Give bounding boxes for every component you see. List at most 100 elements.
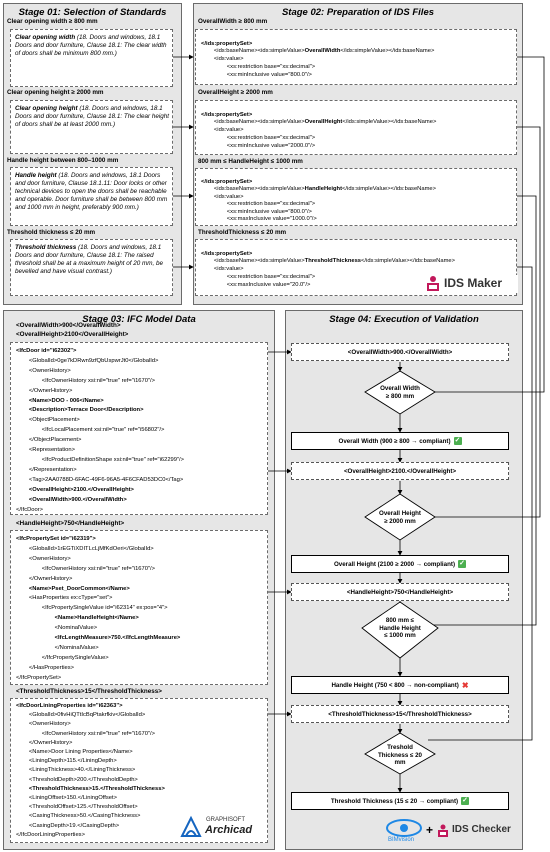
- ids-open-2: </ids:propertySet>: [201, 111, 253, 118]
- code-line: <Name>Door Lining Properties</Name>: [16, 749, 133, 756]
- ids-value-2: <ids:value>: [213, 127, 244, 134]
- code-line: <LiningDepth>115.</LiningDepth>: [16, 758, 117, 765]
- result-close-width: ): [448, 437, 451, 445]
- std-name-2: Clear opening height: [15, 105, 78, 112]
- ifc-handle-code: <IfcPropertySet id="i62319"> <GlobalId>1…: [16, 535, 180, 684]
- decision-text-width: Overall Width≥ 800 mm: [380, 385, 420, 400]
- code-line: <Name>Pset_DoorCommon</Name>: [16, 585, 130, 592]
- code-line: <OwnerHistory>: [16, 721, 71, 728]
- ids-prop-2: OverallHeight: [304, 119, 343, 126]
- code-line: <IfcProductDefinitionShape xsi:nil="true…: [16, 456, 185, 463]
- archicad-logo: GRAPHISOFT Archicad: [180, 814, 266, 840]
- code-line: <Description>Terrace Door</Description>: [16, 407, 144, 414]
- ids-value-3: <ids:value>: [213, 193, 244, 200]
- code-line: <LiningOffset>150.</LiningOffset>: [16, 795, 117, 802]
- ids-open-3: </ids:propertySet>: [201, 178, 253, 185]
- stage-04-title: Stage 04: Execution of Validation: [329, 314, 479, 325]
- bimvision-logo: BIMvision: [384, 818, 424, 844]
- ids-checker-logo-text: IDS Checker: [452, 824, 511, 835]
- ids-prop-3: HandleHeight: [304, 186, 343, 192]
- decision-text-handle: 800 mm ≤Handle Height≤ 1000 mm: [379, 617, 421, 640]
- code-line: <GlobalId>0ge7kDRwn9zfQbUspwrJt0</Global…: [16, 357, 159, 364]
- ifc-handle-box: <IfcPropertySet id="i62319"> <GlobalId>1…: [10, 530, 268, 685]
- code-line: <ThresholdThickness>15.</ThresholdThickn…: [16, 785, 165, 792]
- ids-bn-post-3: </ids:simpleValue></ids:baseName>: [342, 186, 437, 192]
- result-box-handle: Handle Height (750 < 800 → non-compliant…: [291, 676, 509, 694]
- result-box-width: Overall Width (900 ≥ 800 → compliant)✓: [291, 432, 509, 450]
- code-line: <IfcPropertySingleValue id="i62314" ex:p…: [16, 605, 168, 612]
- code-line: <IfcLocalPlacement xsi:nil="true" ref="i…: [16, 427, 165, 434]
- std-heading-3: Handle height between 800–1000 mm: [7, 157, 119, 164]
- std-name-4: Threshold thickness: [15, 244, 77, 251]
- archicad-logo-icon: [180, 815, 202, 837]
- ids-bn-pre-2: <ids:baseName><ids:simpleValue>: [213, 119, 305, 126]
- code-line: <IfcLengthMeasure>750.</IfcLengthMeasure…: [16, 635, 181, 642]
- code-line: </OwnerHistory>: [16, 739, 73, 746]
- code-line: </ObjectPlacement>: [16, 437, 82, 444]
- result-box-height: Overall Height (2100 ≥ 2000 → compliant)…: [291, 555, 509, 573]
- decision-text-height: Overall Height≥ 2000 mm: [379, 510, 421, 525]
- ifc-header-height: <OverallHeight>2100</OverallHeight>: [16, 331, 129, 338]
- ids-bn-post-4: </ids:simpleValue></ids:baseName>: [361, 258, 456, 265]
- code-line: <CasingThickness>50.</CasingThickness>: [16, 813, 141, 820]
- ids-heading-4: ThresholdThickness ≤ 20 mm: [198, 229, 287, 236]
- bimvision-logo-icon: [386, 819, 422, 837]
- archicad-logo-bottom: Archicad: [205, 824, 253, 836]
- input-box-width: <OverallWidth>900.</OverallWidth>: [291, 343, 509, 361]
- ids-restr-2: <xs:restriction base="xs:decimal">: [226, 134, 316, 141]
- ifc-header-handle: <HandleHeight>750</HandleHeight>: [16, 520, 125, 527]
- code-line: <ThresholdOffset>125.</ThresholdOffset>: [16, 804, 138, 811]
- code-line: <IfcPropertySet id="i62319">: [16, 536, 96, 542]
- stage-01-title: Stage 01: Selection of Standards: [18, 7, 167, 18]
- decision-diamond-handle: [361, 601, 439, 659]
- result-close-handle: ): [456, 681, 459, 689]
- std-text-2: (18. Doors and windows, 18.1 Doors and d…: [15, 105, 170, 129]
- ids-max-3: <xs:maxInclusive value="1000.0"/>: [226, 216, 317, 222]
- ifc-header-threshold: <ThresholdThickness>15</ThresholdThickne…: [16, 688, 162, 695]
- result-box-threshold: Threshold Thickness (15 ≤ 20 → compliant…: [291, 792, 509, 810]
- ids-maker-logo-text: IDS Maker: [444, 276, 503, 290]
- code-line: </Representation>: [16, 466, 77, 473]
- ids-restr-1: <xs:restriction base="xs:decimal">: [226, 63, 316, 70]
- ids-heading-1: OverallWidth ≥ 800 mm: [198, 18, 268, 25]
- code-line: <Tag>2AA0788D-6FAC-49F6-96A5-4F6CFAD53DC…: [16, 476, 184, 483]
- archicad-logo-top: GRAPHISOFT: [206, 817, 246, 823]
- code-line: <GlobalId>1rEGTiXDITLcLjMfKdOeri</Global…: [16, 545, 154, 552]
- code-line: <CasingDepth>19.</CasingDepth>: [16, 822, 120, 829]
- input-box-height: <OverallHeight>2100.</OverallHeight>: [291, 462, 509, 480]
- decision-diamond-height: [364, 493, 436, 541]
- bimvision-logo-text: BIMvision: [388, 837, 415, 843]
- code-line: <ThresholdDepth>200.</ThresholdDepth>: [16, 776, 138, 783]
- std-box-2: Clear opening height (18. Doors and wind…: [10, 100, 173, 154]
- ids-heading-3: 800 mm ≤ HandleHeight ≤ 1000 mm: [198, 158, 303, 165]
- std-name-1: Clear opening width: [15, 34, 76, 41]
- code-line: </IfcDoorLiningProperties>: [16, 831, 85, 838]
- ids-bn-post-1: </ids:simpleValue></ids:baseName>: [340, 48, 435, 55]
- result-text-threshold: Threshold Thickness (15 ≤ 20 → compliant: [330, 797, 457, 805]
- code-line: </OwnerHistory>: [16, 575, 73, 582]
- code-line: <IfcOwnerHistory xsi:nil="true" ref="i16…: [16, 565, 156, 572]
- ids-bn-pre-1: <ids:baseName><ids:simpleValue>: [213, 48, 305, 55]
- result-close-threshold: ): [456, 797, 459, 805]
- ids-heading-2: OverallHeight ≥ 2000 mm: [198, 89, 273, 96]
- ids-bn-post-2: </ids:simpleValue></ids:baseName>: [342, 119, 437, 126]
- check-icon: ✓: [458, 560, 466, 568]
- code-line: <OverallWidth>900.</OverallWidth>: [16, 496, 127, 503]
- result-close-height: ): [452, 560, 455, 568]
- stage-03-title: Stage 03: IFC Model Data: [82, 314, 196, 325]
- code-line: <IfcOwnerHistory xsi:nil="true" ref="i16…: [16, 730, 156, 737]
- std-text-4: (18. Doors and windows, 18.1 Doors and d…: [15, 244, 164, 276]
- input-box-handle: <HandleHeight>750</HandleHeight>: [291, 583, 509, 601]
- std-heading-1: Clear opening width ≥ 800 mm: [7, 18, 98, 25]
- ids-min-1: <xs:minInclusive value="800.0"/>: [226, 71, 312, 78]
- ids-box-2: </ids:propertySet> <ids:baseName><ids:si…: [195, 100, 517, 155]
- code-line: </OwnerHistory>: [16, 387, 73, 394]
- code-line: <OverallHeight>2100.</OverallHeight>: [16, 486, 134, 493]
- ifc-door-code: <IfcDoor id="i62302"> <GlobalId>0ge7kDRw…: [16, 347, 184, 515]
- code-line: <Name>DOO - 006</Name>: [16, 397, 104, 404]
- ifc-threshold-code: <IfcDoorLiningProperties id="i62363"> <G…: [16, 702, 165, 840]
- cross-icon: ✖: [461, 680, 469, 690]
- code-line: <LiningThickness>40.</LiningThickness>: [16, 767, 136, 774]
